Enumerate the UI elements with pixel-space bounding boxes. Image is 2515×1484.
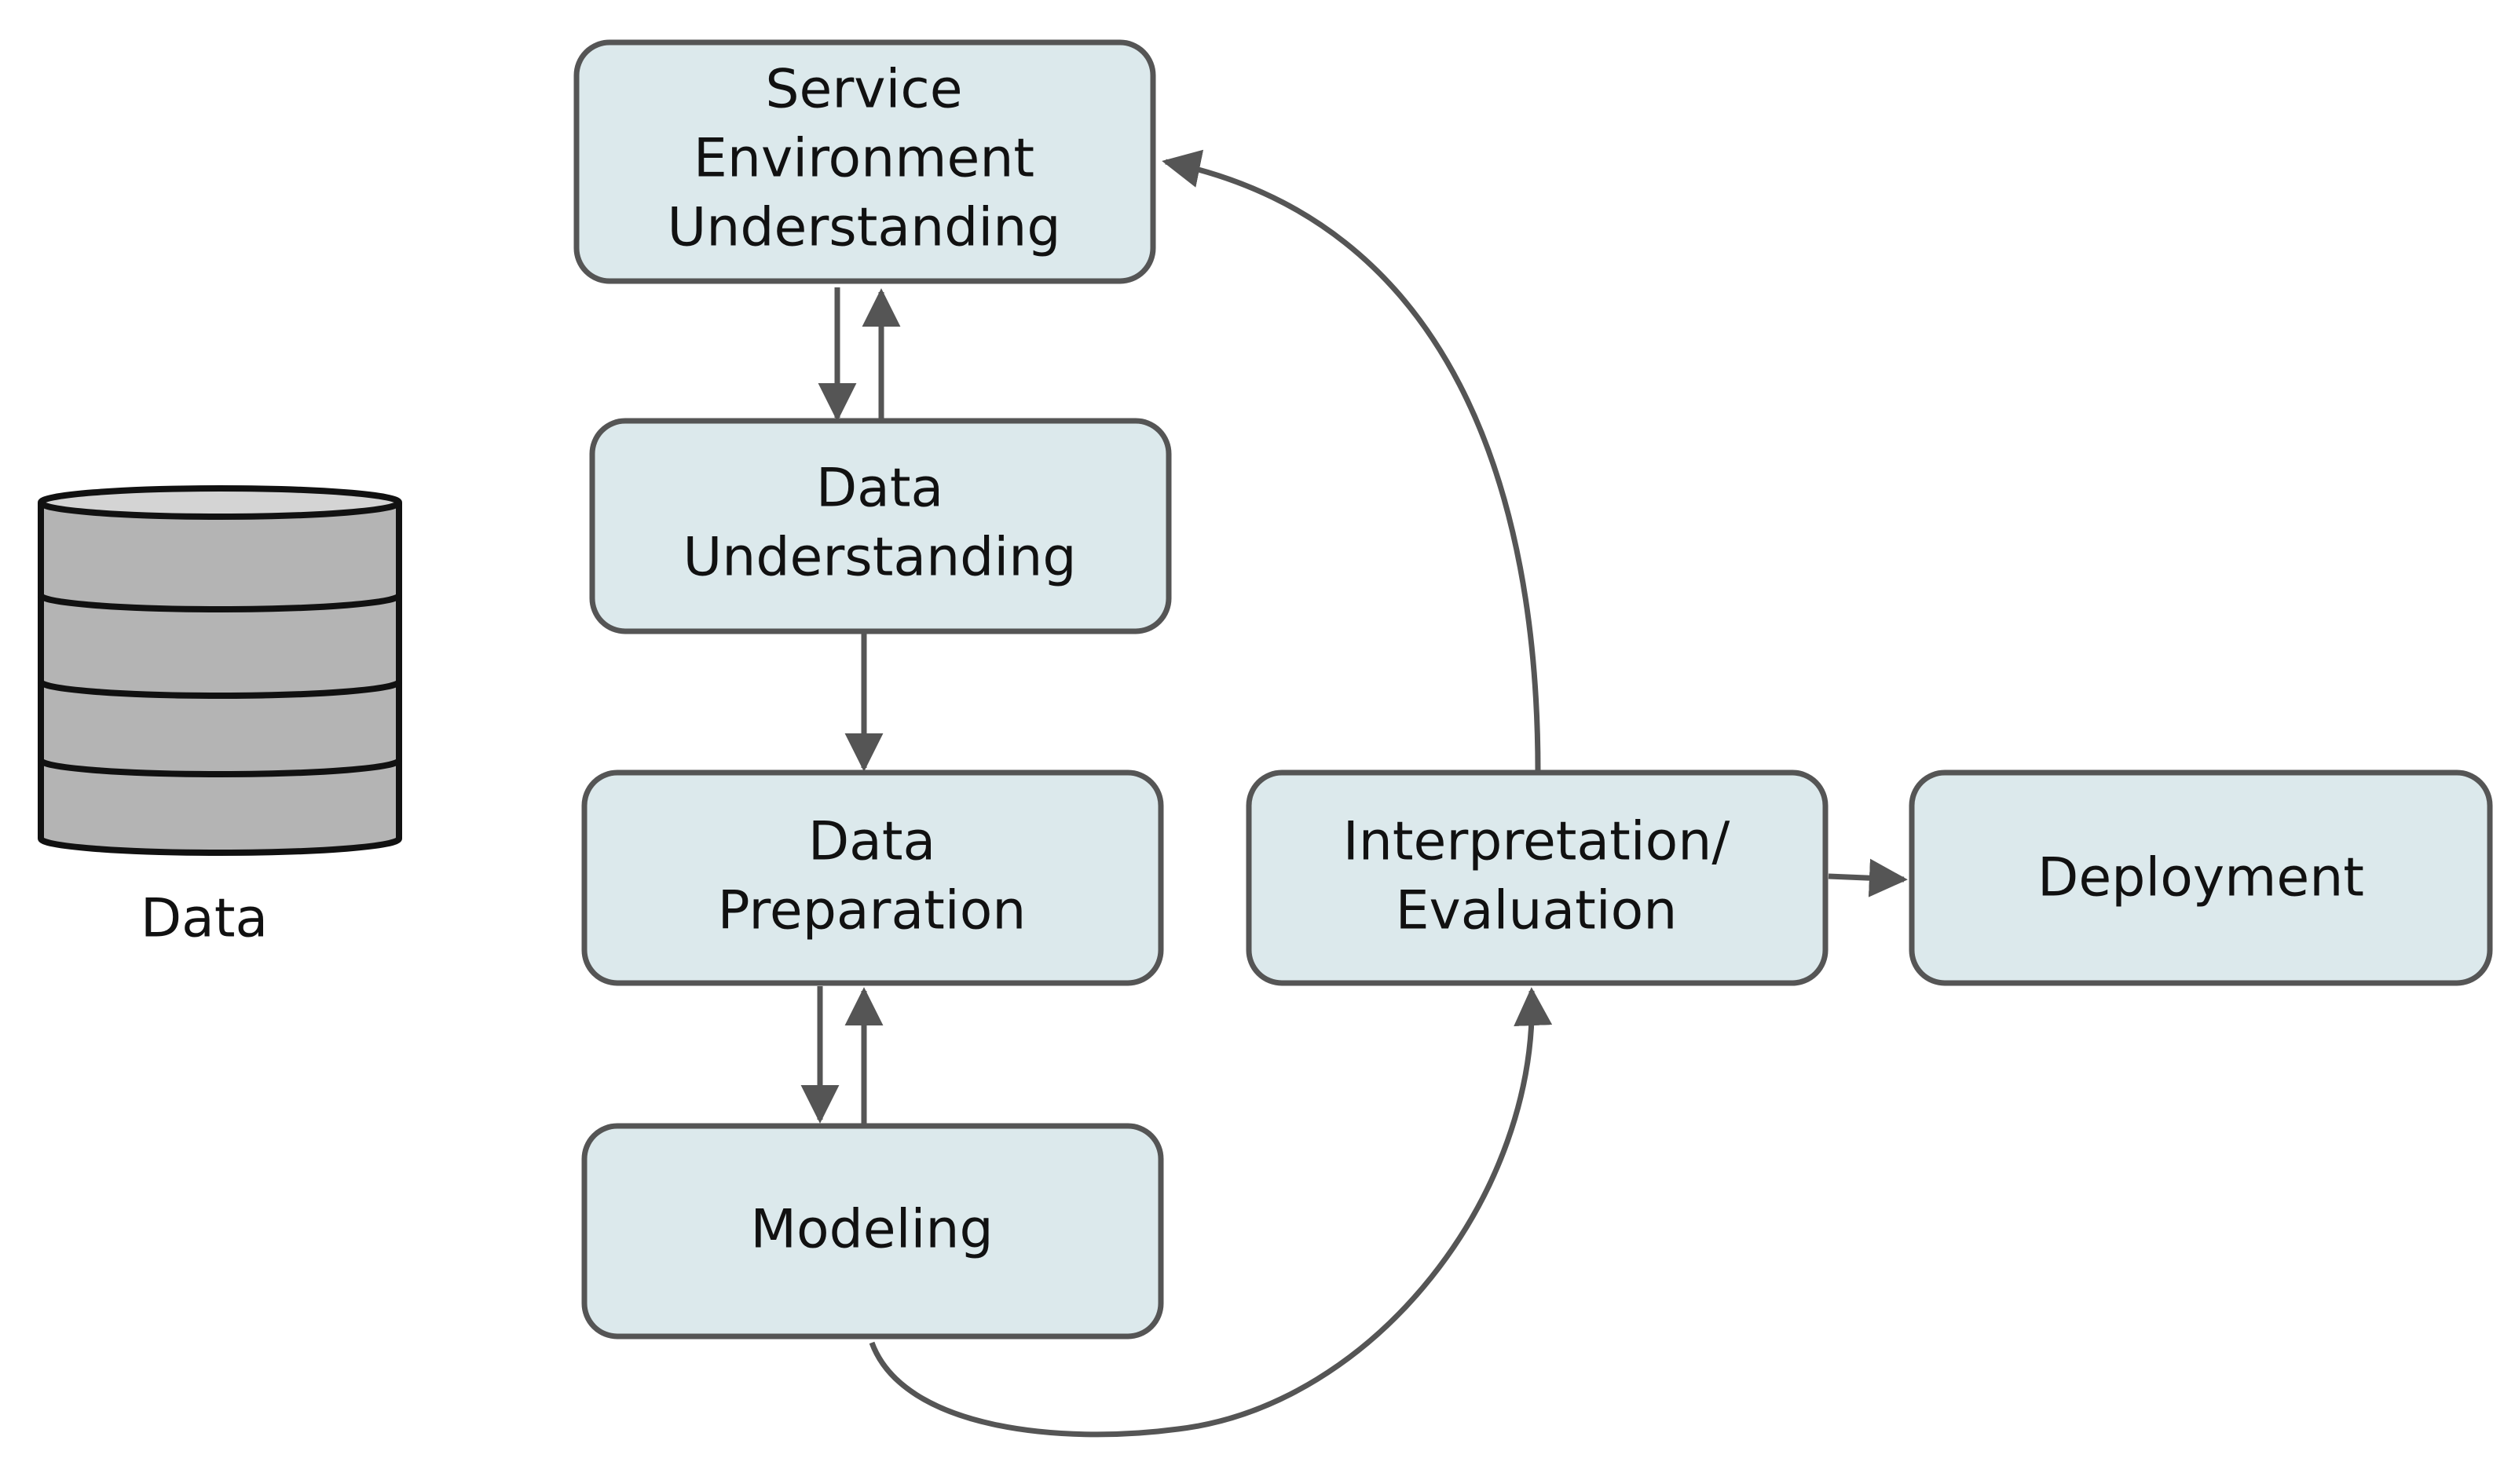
node-label: Understanding [667, 197, 1060, 259]
node-interpretation-evaluation: Interpretation/ Evaluation [1246, 769, 1829, 986]
node-service-environment-understanding: Service Environment Understanding [573, 39, 1156, 284]
node-modeling: Modeling [581, 1123, 1164, 1340]
database-body [38, 503, 402, 856]
node-box [589, 418, 1172, 634]
node-label: Data [808, 811, 935, 873]
node-box [581, 1123, 1164, 1340]
node-label: Service [765, 59, 962, 121]
node-data-preparation: Data Preparation [581, 769, 1164, 986]
arrow-modeling-to-interpretation [869, 987, 1553, 1438]
arrow-interpretation-to-deployment [1828, 858, 1908, 897]
database-label: Data [141, 888, 268, 950]
node-label: Deployment [2037, 847, 2364, 909]
node-label: Preparation [718, 880, 1027, 942]
node-label: Data [816, 458, 943, 520]
node-data-understanding: Data Understanding [589, 418, 1172, 634]
node-box [1246, 769, 1829, 986]
database-top [38, 485, 402, 520]
node-deployment: Deployment [1909, 769, 2493, 986]
database-band [38, 758, 402, 777]
database-band [38, 680, 402, 699]
node-label: Understanding [683, 527, 1076, 589]
node-box [573, 39, 1156, 284]
arrow-interpretation-to-service [1162, 149, 1541, 772]
node-label: Interpretation/ [1343, 811, 1730, 873]
node-box [581, 769, 1164, 986]
node-label: Modeling [750, 1199, 993, 1261]
database-band [38, 594, 402, 612]
node-box [1909, 769, 2493, 986]
node-label: Environment [694, 128, 1034, 190]
database-icon [38, 485, 402, 856]
node-label: Evaluation [1396, 880, 1678, 942]
